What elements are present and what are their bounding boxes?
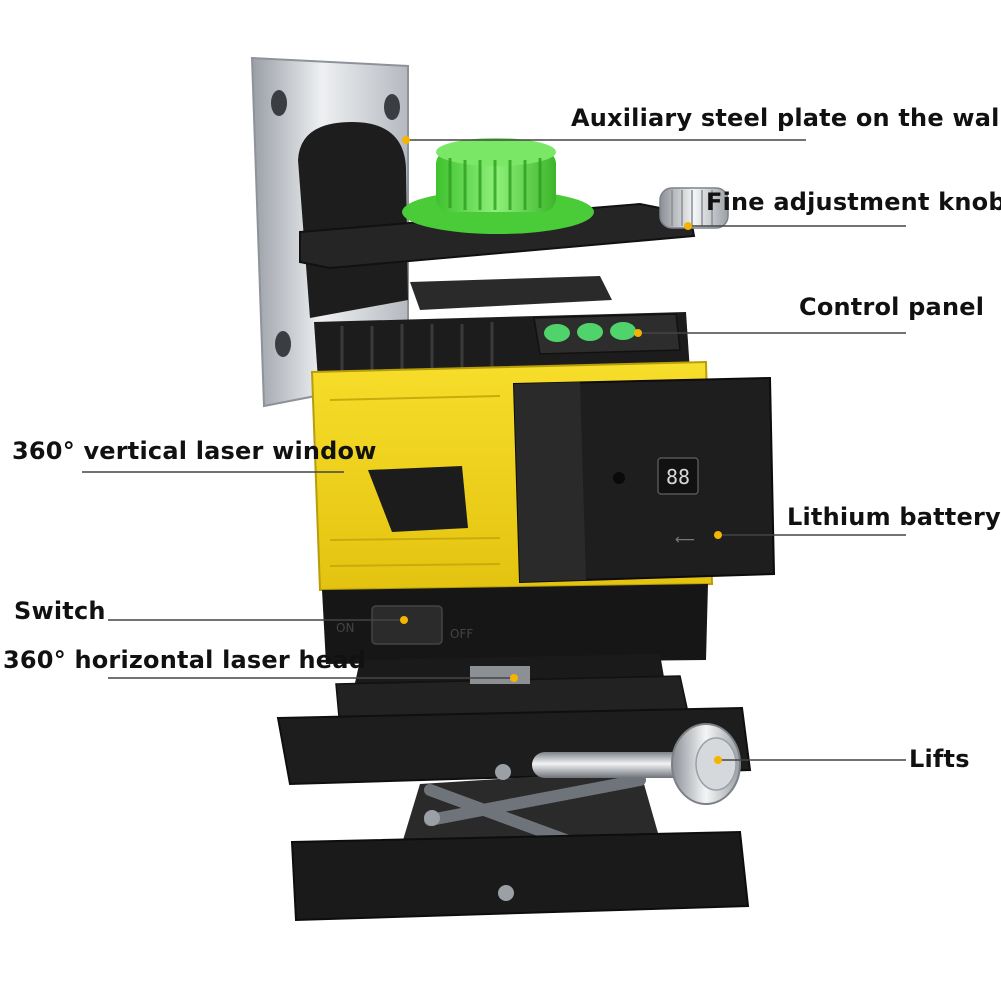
- lifts-knob: [671, 723, 741, 805]
- callout-dots: [400, 136, 722, 764]
- label-switch: Switch: [14, 597, 106, 625]
- battery-display-digits: 88: [666, 465, 690, 489]
- svg-text:⟵: ⟵: [675, 532, 695, 548]
- label-lithium-battery: Lithium battery: [787, 503, 1001, 531]
- label-lifts: Lifts: [909, 745, 970, 773]
- callout-lines: [82, 139, 906, 761]
- label-vertical-laser-window: 360° vertical laser window: [12, 437, 377, 465]
- green-adjustment-dial: [402, 138, 594, 234]
- lithium-battery: 88 ⟵: [512, 376, 776, 584]
- fine-adjustment-knob: [659, 187, 729, 229]
- control-panel: [533, 313, 681, 355]
- base-housing: ON OFF: [322, 584, 708, 664]
- switch-off-text: OFF: [450, 627, 473, 641]
- switch-on-text: ON: [336, 621, 354, 635]
- label-horizontal-laser-head: 360° horizontal laser head: [3, 646, 366, 674]
- mounting-bracket: [298, 122, 696, 318]
- vertical-laser-window: [368, 466, 468, 532]
- label-fine-adjustment-knob: Fine adjustment knob: [706, 188, 1001, 216]
- label-control-panel: Control panel: [799, 293, 985, 321]
- label-auxiliary-steel-plate: Auxiliary steel plate on the wall: [571, 104, 1001, 132]
- lift-table: [276, 706, 752, 922]
